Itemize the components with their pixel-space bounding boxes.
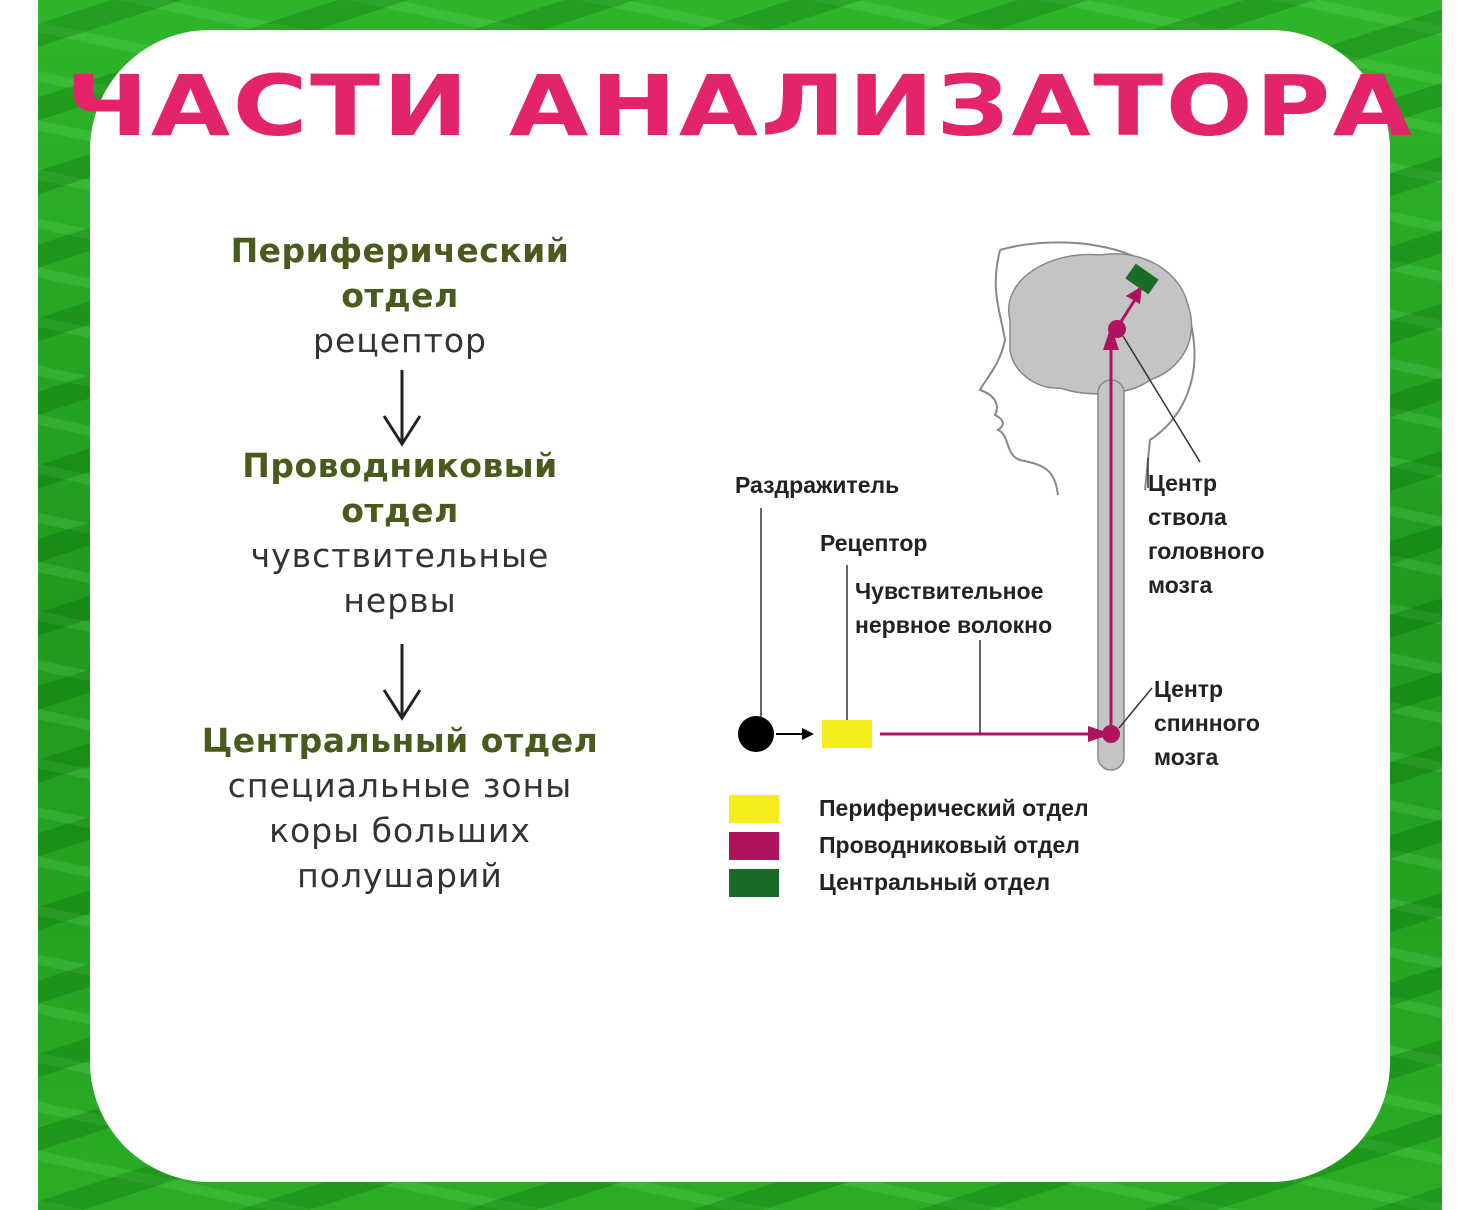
arrow-icon: [1088, 726, 1112, 742]
flow-step-central: Центральный отдел специальные зоны коры …: [190, 718, 610, 898]
legend-swatch: [729, 795, 779, 823]
legend-item-central: Центральный отдел: [729, 867, 1149, 897]
receptor-block: [822, 720, 872, 748]
legend-swatch: [729, 832, 779, 860]
spinal-center-label: мозга: [1154, 744, 1219, 770]
brainstem-center-label: мозга: [1148, 572, 1213, 598]
legend-label: Центральный отдел: [819, 869, 1051, 895]
fiber-label-line2: нервное волокно: [855, 612, 1053, 638]
flow-step-description: специальные зоны коры больших полушарий: [227, 766, 573, 895]
legend-label: Проводниковый отдел: [819, 832, 1080, 858]
arrow-icon: [1103, 326, 1119, 350]
fiber-label-line1: Чувствительное: [855, 578, 1044, 604]
white-card: [90, 30, 1390, 1182]
legend-label: Периферический отдел: [819, 795, 1089, 821]
face-profile-outline: [978, 249, 1059, 496]
spinal-center-label: спинного: [1154, 710, 1260, 736]
flow-step-heading: Центральный отдел: [201, 721, 599, 760]
spinal-center-dot: [1102, 725, 1120, 743]
stimulus-label: Раздражитель: [735, 472, 900, 498]
arrow-icon: [802, 728, 814, 740]
page-title: ЧАСТИ АНАЛИЗАТОРА: [65, 57, 1415, 155]
legend-item-peripheral: Периферический отдел: [729, 793, 1149, 823]
flow-step-peripheral: Периферический отдел рецептор: [200, 228, 600, 363]
stimulus-dot-icon: [738, 716, 774, 752]
arrow-icon: [1126, 286, 1142, 304]
brainstem-center-label: Центр: [1148, 470, 1218, 496]
brainstem-center-dot: [1108, 320, 1126, 338]
analyzer-pathway-diagram: [738, 241, 1201, 771]
legend-swatch: [729, 869, 779, 897]
flow-step-conductive: Проводниковый отдел чувствительные нервы: [200, 443, 600, 623]
brainstem-center-label: ствола: [1148, 504, 1227, 530]
legend-item-conductive: Проводниковый отдел: [729, 830, 1149, 860]
cortex-block: [1125, 263, 1159, 295]
flow-step-heading: Периферический отдел: [230, 231, 570, 315]
receptor-label: Рецептор: [820, 530, 928, 556]
flow-step-description: рецептор: [313, 321, 487, 360]
flow-step-description: чувствительные нервы: [250, 536, 550, 620]
brain-shape: [1007, 253, 1193, 395]
spinal-center-label: Центр: [1154, 676, 1224, 702]
down-arrow-icon: [382, 644, 422, 721]
brainstem-center-label: головного: [1148, 538, 1265, 564]
flow-step-heading: Проводниковый отдел: [242, 446, 558, 530]
down-arrow-icon: [382, 370, 422, 447]
